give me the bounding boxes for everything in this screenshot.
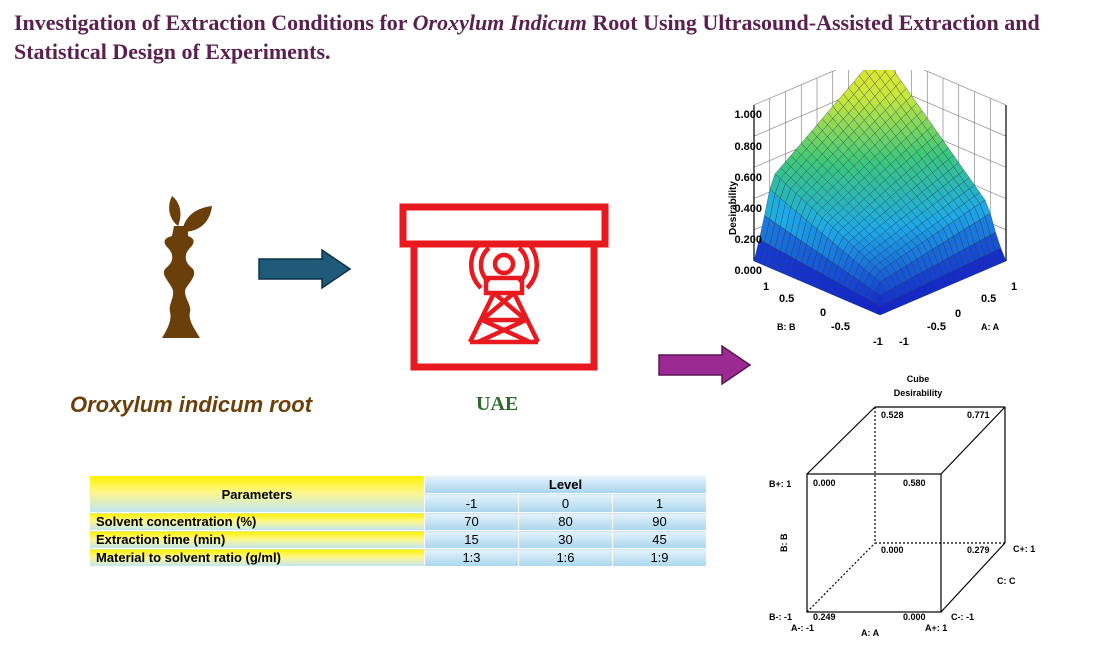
level-header: -1 [424,493,519,513]
cube-edges [806,406,1006,613]
level-header: 1 [612,493,706,513]
c-minus-label: C-: -1 [951,612,974,622]
a-axis-label: A: A [861,628,880,638]
species-name: Oroxylum Indicum [412,10,587,35]
table-cell: 45 [612,530,706,549]
uae-label: UAE [476,393,519,415]
c-plus-label: C+: 1 [1013,544,1035,554]
plot-ticks: 1.000 0.800 0.600 0.400 0.200 0.000 Desi… [728,109,1017,348]
table-cell: 1:9 [612,548,706,566]
table-cell: 30 [518,530,613,549]
b-tick: -1 [873,336,883,348]
table-row: Extraction time (min) 15 30 45 [90,530,706,549]
table-row: Solvent concentration (%) 70 80 90 [90,512,706,531]
table-cell: 1:3 [424,548,519,566]
b-tick: 0.5 [779,293,794,305]
corner-value: 0.249 [813,612,836,622]
b-axis-label: B: B [777,322,796,332]
level-header: 0 [518,493,613,513]
a-tick: 1 [1011,281,1017,293]
z-tick: 0.600 [734,172,762,184]
z-tick: 0.400 [734,203,762,215]
corner-value: 0.279 [967,545,990,555]
parameters-table: Parameters Level -1 0 1 Solvent concentr… [90,476,706,566]
b-tick: -0.5 [831,321,850,333]
table-row: Material to solvent ratio (g/ml) 1:3 1:6… [90,548,706,566]
ultrasound-extraction-icon [399,203,609,371]
b-axis-label: B: B [779,533,789,552]
a-plus-label: A+: 1 [925,623,947,633]
b-tick: 1 [763,281,769,293]
a-axis-label: A: A [981,322,1000,332]
c-axis-label: C: C [997,576,1016,586]
parameter-name: Extraction time (min) [90,530,425,549]
corner-value: 0.000 [903,612,926,622]
z-tick: 0.000 [734,265,762,277]
corner-value: 0.000 [813,478,836,488]
b-minus-label: B-: -1 [769,612,792,622]
corner-value: 0.771 [967,410,990,420]
table-cell: 80 [518,512,613,531]
a-tick: -0.5 [927,321,946,333]
corner-value: 0.528 [881,410,904,420]
z-tick: 1.000 [734,109,762,121]
z-axis-label: Desirability [728,181,739,235]
a-tick: -1 [899,336,909,348]
plant-root-icon [162,196,212,338]
surface-mesh [753,70,1007,316]
parameter-name: Material to solvent ratio (g/ml) [90,548,425,566]
z-tick: 0.200 [734,234,762,246]
desirability-surface-plot: 1.000 0.800 0.600 0.400 0.200 0.000 Desi… [728,70,1017,348]
arrow-right-icon [258,248,352,290]
parameter-name: Solvent concentration (%) [90,512,425,531]
b-plus-label: B+: 1 [769,479,791,489]
a-tick: 0.5 [981,293,996,305]
cube-subtitle: Desirability [894,388,943,398]
table-cell: 15 [424,530,519,549]
page-title: Investigation of Extraction Conditions f… [14,10,1040,64]
a-minus-label: A-: -1 [791,623,814,633]
a-tick: 0 [955,308,961,320]
table-cell: 70 [424,512,519,531]
b-tick: 0 [820,307,826,319]
table-cell: 90 [612,512,706,531]
header-parameters: Parameters [90,476,425,513]
table-cell: 1:6 [518,548,613,566]
desirability-cube-plot: Cube Desirability 0.528 0.771 0.000 0.58… [769,374,1035,638]
z-tick: 0.800 [734,141,762,153]
corner-value: 0.580 [903,478,926,488]
cube-title: Cube [907,374,930,384]
plant-label: Oroxylum indicum root [70,392,313,417]
corner-value: 0.000 [881,545,904,555]
header-level: Level [424,476,706,494]
arrow-right-icon-2 [658,344,752,386]
